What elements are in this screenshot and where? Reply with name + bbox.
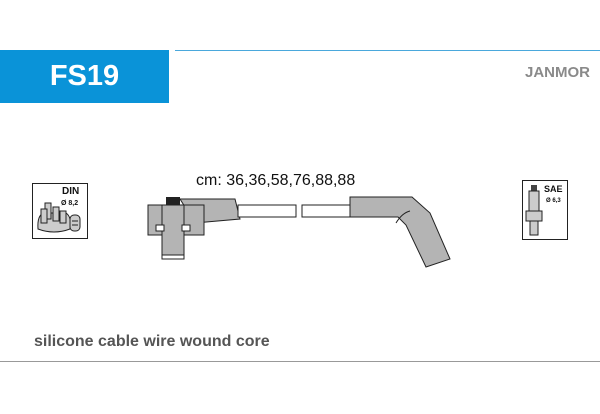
sae-diameter: Ø 6,3 — [546, 198, 561, 204]
cable-lengths: cm: 36,36,58,76,88,88 — [196, 172, 356, 189]
spark-plug-boot — [349, 196, 451, 268]
cable-wire — [237, 204, 355, 218]
distributor-din-icon: DIN Ø 8,2 — [32, 183, 88, 239]
spark-plug-sae-icon: SAE Ø 6,3 — [522, 180, 568, 240]
footer-divider — [0, 361, 600, 362]
part-code-badge: FS19 — [0, 50, 169, 103]
product-description: silicone cable wire wound core — [34, 333, 270, 350]
part-code: FS19 — [49, 60, 120, 92]
ignition-cable-drawing — [147, 196, 451, 268]
sae-label: SAE — [544, 184, 563, 194]
header-divider — [175, 50, 600, 51]
din-diameter: Ø 8,2 — [61, 200, 78, 207]
brand-name: JANMOR — [524, 64, 590, 81]
din-label: DIN — [62, 186, 79, 197]
distributor-boot — [147, 197, 241, 260]
